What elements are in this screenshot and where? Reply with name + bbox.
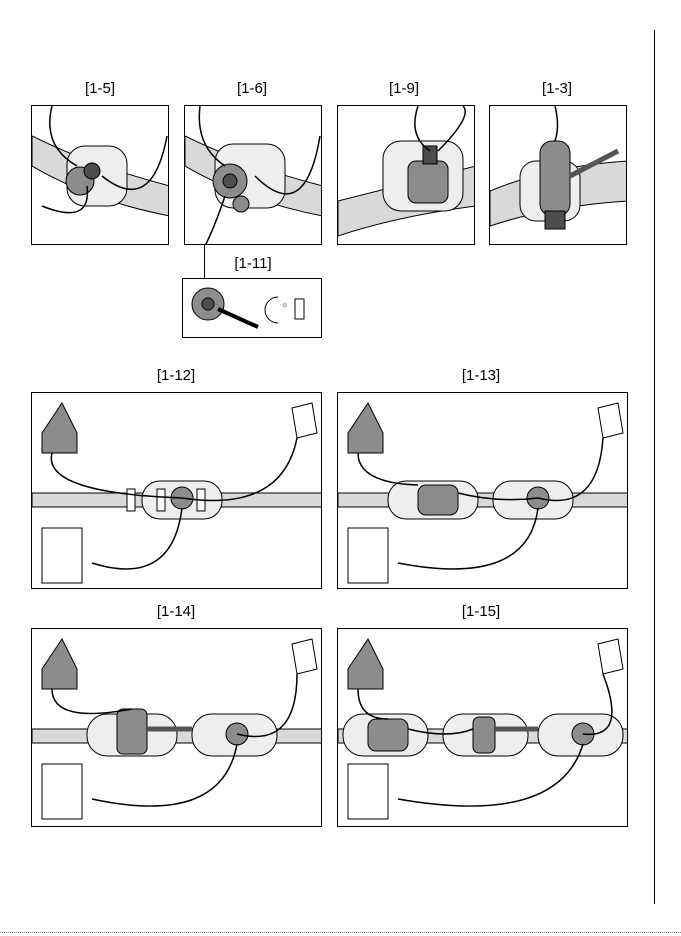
- system-setup-1-12-icon: [32, 393, 322, 589]
- figure-label-1-15: [1-15]: [441, 603, 521, 620]
- figure-1-12-panel: [31, 392, 322, 589]
- control-knob-icon: ☼: [183, 279, 322, 338]
- belt-regulator-small-icon: [32, 106, 169, 245]
- temperature-adjust-icon: ☼: [281, 300, 288, 309]
- figure-label-1-13: [1-13]: [441, 367, 521, 384]
- figure-1-6-panel: [184, 105, 322, 245]
- figure-1-15-panel: [337, 628, 628, 827]
- figure-label-1-11: [1-11]: [213, 255, 293, 272]
- figure-label-1-6: [1-6]: [212, 80, 292, 97]
- figure-label-1-12: [1-12]: [136, 367, 216, 384]
- air-filter-unit-icon: [42, 528, 82, 583]
- system-setup-1-13-icon: [338, 393, 628, 589]
- figure-1-5-panel: [31, 105, 169, 245]
- figure-1-9-panel: [337, 105, 475, 245]
- hood-icon: [42, 403, 77, 453]
- figure-label-1-14: [1-14]: [136, 603, 216, 620]
- system-setup-1-15-icon: [338, 629, 628, 827]
- figure-label-1-9: [1-9]: [364, 80, 444, 97]
- system-setup-1-14-icon: [32, 629, 322, 827]
- bottom-dotted-line: [0, 932, 681, 933]
- figure-label-1-5: [1-5]: [60, 80, 140, 97]
- figure-1-13-panel: [337, 392, 628, 589]
- belt-regulator-heater-icon: [185, 106, 322, 245]
- figure-label-1-3: [1-3]: [517, 80, 597, 97]
- figure-1-3-panel: [489, 105, 627, 245]
- figure-1-11-panel: ☼: [182, 278, 322, 338]
- figure-1-14-panel: [31, 628, 322, 827]
- page-border-right: [654, 30, 655, 904]
- connector-line: [204, 245, 205, 279]
- belt-regulator-alt-icon: [338, 106, 475, 245]
- spray-gun-icon: [292, 403, 317, 438]
- belt-filter-icon: [490, 106, 627, 245]
